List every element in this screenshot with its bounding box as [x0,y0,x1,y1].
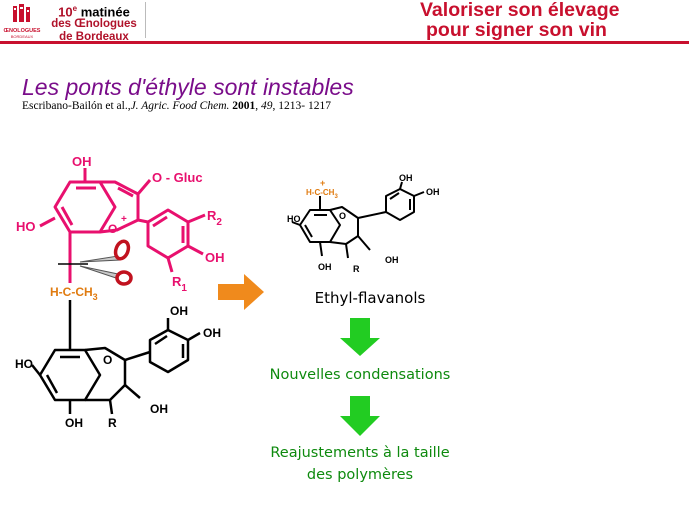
right-charge-label: + [320,178,325,188]
right-r-label: R [353,264,360,274]
bridge-label: H-C-CH3 [50,285,98,302]
r1-label: R1 [172,274,187,294]
flow-step-reajustements-line1: Reajustements à la taille [270,445,450,461]
banner-line2: pour signer son vin [426,19,607,41]
event-line3: de Bordeaux [59,31,129,44]
flow-arrow-2 [340,396,380,436]
right-bridge-label: H-C-CH3 [306,188,338,200]
citation-volume: 49 [261,100,273,112]
oh-lower-right-label: OH [150,402,168,416]
r-lower-label: R [108,416,117,430]
right-ho-label: HO [287,214,301,224]
event-line1: matinée [77,4,130,20]
flow-step-condensations: Nouvelles condensations [269,367,451,383]
event-number: 10 [58,4,73,20]
reaction-arrow [218,274,264,310]
oh-lower-bottom-label: OH [65,416,83,430]
flow-step-ethyl-flavanols: Ethyl-flavanols [314,289,426,307]
oh-right-label: OH [205,250,225,265]
ring-o-charge: + [121,214,127,225]
anthocyanin-structure [39,168,206,273]
event-number-sup: e [72,4,78,13]
ethyl-flavanol-structure [291,181,425,259]
o-gluc-label: O - Gluc [152,170,203,185]
right-o-label: O [339,211,346,221]
ring-o-lower-label: O [103,353,112,367]
right-oh1-label: OH [399,173,413,183]
flavanol-structure [31,318,201,415]
citation-journal: J. Agric. Food Chem. [130,100,230,112]
citation: Escribano-Bailón et al.,J. Agric. Food C… [22,100,331,112]
banner-line1: Valoriser son élevage [420,0,620,21]
event-line2: des Œnologues [51,18,137,31]
flow-arrow-1 [340,318,380,356]
ho-lower-label: HO [15,357,33,371]
citation-authors: Escribano-Bailón et al., [22,100,131,112]
logo-text-top: ŒNOLOGUES [4,28,41,34]
ho-left-label: HO [16,219,36,234]
oh-upper1-label: OH [170,304,188,318]
header-divider [145,2,146,38]
flow-step-reajustements-line2: des polymères [306,467,414,483]
citation-pages: 1213- 1217 [278,100,331,112]
right-oh4-label: OH [318,262,332,272]
oh-upper2-label: OH [203,326,221,340]
slide-title: Les ponts d'éthyle sont instables [22,74,354,100]
ring-o-label: O [108,222,117,236]
r2-label: R2 [207,208,222,228]
oenologues-logo: ŒNOLOGUES BORDEAUX [2,2,42,40]
banner: Valoriser son élevage pour signer son vi… [420,0,688,40]
logo-text-bottom: BORDEAUX [11,34,34,39]
event-title: 10e matinée des Œnologues de Bordeaux [46,2,142,44]
citation-year: 2001 [232,100,256,112]
right-oh3-label: OH [385,255,399,265]
right-oh2-label: OH [426,187,440,197]
oh-top-label: OH [72,154,92,169]
header-rule [0,41,689,44]
scissors-icon [79,239,133,286]
oenologues-logo-icon: ŒNOLOGUES BORDEAUX [4,4,41,39]
